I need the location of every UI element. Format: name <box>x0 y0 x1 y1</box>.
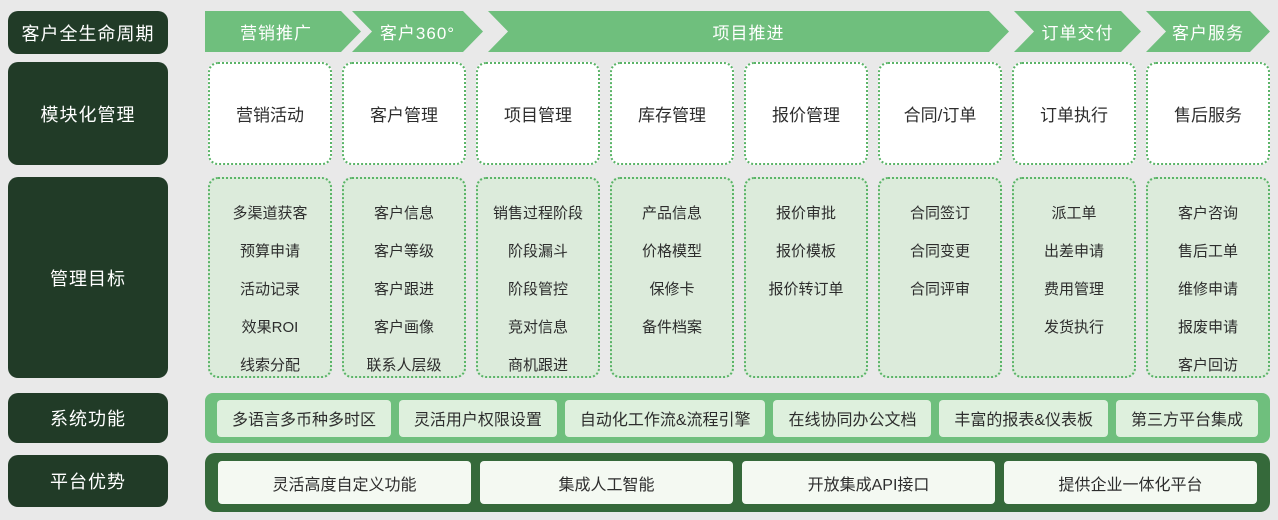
goal-card-project-management: 销售过程阶段 阶段漏斗 阶段管控 竞对信息 商机跟进 <box>476 177 600 378</box>
goal-item: 客户画像 <box>373 319 434 336</box>
module-card-contract-order: 合同/订单 <box>878 62 1002 165</box>
goal-item: 线索分配 <box>239 357 300 374</box>
goal-item: 联系人层级 <box>366 357 442 374</box>
goal-item: 合同评审 <box>909 281 970 298</box>
goal-item: 活动记录 <box>239 281 300 298</box>
row-label-system-functions: 系统功能 <box>8 393 168 443</box>
goal-card-after-sales-service: 客户咨询 售后工单 维修申请 报废申请 客户回访 <box>1146 177 1270 378</box>
goal-item: 销售过程阶段 <box>492 205 583 222</box>
goal-item: 价格模型 <box>641 243 702 260</box>
row-label-management-goals: 管理目标 <box>8 177 168 378</box>
goal-card-marketing-activities: 多渠道获客 预算申请 活动记录 效果ROI 线索分配 <box>208 177 332 378</box>
stage-arrow-project-advance: 项目推进 <box>488 11 1009 52</box>
goal-item: 预算申请 <box>239 243 300 260</box>
goal-card-quotation-management: 报价审批 报价模板 报价转订单 <box>744 177 868 378</box>
stage-arrow-customer-service: 客户服务 <box>1146 11 1270 52</box>
goal-item: 客户跟进 <box>373 281 434 298</box>
module-card-marketing-activities: 营销活动 <box>208 62 332 165</box>
goal-item: 售后工单 <box>1177 243 1238 260</box>
system-function-pill: 丰富的报表&仪表板 <box>939 399 1109 437</box>
row-label-platform-advantages: 平台优势 <box>8 455 168 507</box>
goal-item: 出差申请 <box>1043 243 1104 260</box>
row-label-customer-lifecycle: 客户全生命周期 <box>8 11 168 54</box>
advantage-pill: 灵活高度自定义功能 <box>218 461 471 504</box>
system-function-pill: 灵活用户权限设置 <box>398 399 557 437</box>
module-card-quotation-management: 报价管理 <box>744 62 868 165</box>
stage-arrow-customer360: 客户360° <box>352 11 483 52</box>
goal-item: 多渠道获客 <box>232 205 308 222</box>
module-card-after-sales-service: 售后服务 <box>1146 62 1270 165</box>
goal-item: 客户回访 <box>1177 357 1238 374</box>
system-function-pill: 自动化工作流&流程引擎 <box>564 399 766 437</box>
goal-item: 报价转订单 <box>768 281 844 298</box>
goal-item: 效果ROI <box>241 319 299 336</box>
goal-item: 客户等级 <box>373 243 434 260</box>
row-label-modular-management: 模块化管理 <box>8 62 168 165</box>
goal-item: 阶段漏斗 <box>507 243 568 260</box>
goal-item: 费用管理 <box>1043 281 1104 298</box>
goal-card-customer-management: 客户信息 客户等级 客户跟进 客户画像 联系人层级 <box>342 177 466 378</box>
goal-item: 竞对信息 <box>507 319 568 336</box>
goal-item: 合同变更 <box>909 243 970 260</box>
module-card-inventory-management: 库存管理 <box>610 62 734 165</box>
goal-item: 客户咨询 <box>1177 205 1238 222</box>
goal-item: 维修申请 <box>1177 281 1238 298</box>
module-card-customer-management: 客户管理 <box>342 62 466 165</box>
goal-card-order-execution: 派工单 出差申请 费用管理 发货执行 <box>1012 177 1136 378</box>
goal-item: 备件档案 <box>641 319 702 336</box>
system-function-pill: 多语言多币种多时区 <box>217 399 391 437</box>
goal-item: 报价审批 <box>775 205 836 222</box>
stage-arrow-order-delivery: 订单交付 <box>1014 11 1141 52</box>
goal-item: 报废申请 <box>1177 319 1238 336</box>
goal-item: 商机跟进 <box>507 357 568 374</box>
goal-item: 报价模板 <box>775 243 836 260</box>
goal-card-inventory-management: 产品信息 价格模型 保修卡 备件档案 <box>610 177 734 378</box>
system-function-pill: 第三方平台集成 <box>1116 399 1258 437</box>
system-functions-bar: 多语言多币种多时区 灵活用户权限设置 自动化工作流&流程引擎 在线协同办公文档 … <box>205 393 1270 443</box>
goal-item: 合同签订 <box>909 205 970 222</box>
goal-item: 产品信息 <box>641 205 702 222</box>
platform-advantages-bar: 灵活高度自定义功能 集成人工智能 开放集成API接口 提供企业一体化平台 <box>205 453 1270 512</box>
advantage-pill: 提供企业一体化平台 <box>1004 461 1257 504</box>
system-function-pill: 在线协同办公文档 <box>773 399 932 437</box>
advantage-pill: 开放集成API接口 <box>742 461 995 504</box>
goal-item: 发货执行 <box>1043 319 1104 336</box>
goal-item: 保修卡 <box>649 281 695 298</box>
goal-card-contract-order: 合同签订 合同变更 合同评审 <box>878 177 1002 378</box>
advantage-pill: 集成人工智能 <box>480 461 733 504</box>
goal-item: 阶段管控 <box>507 281 568 298</box>
stage-arrow-marketing: 营销推广 <box>205 11 361 52</box>
goal-item: 派工单 <box>1051 205 1097 222</box>
module-card-project-management: 项目管理 <box>476 62 600 165</box>
module-card-order-execution: 订单执行 <box>1012 62 1136 165</box>
goal-item: 客户信息 <box>373 205 434 222</box>
